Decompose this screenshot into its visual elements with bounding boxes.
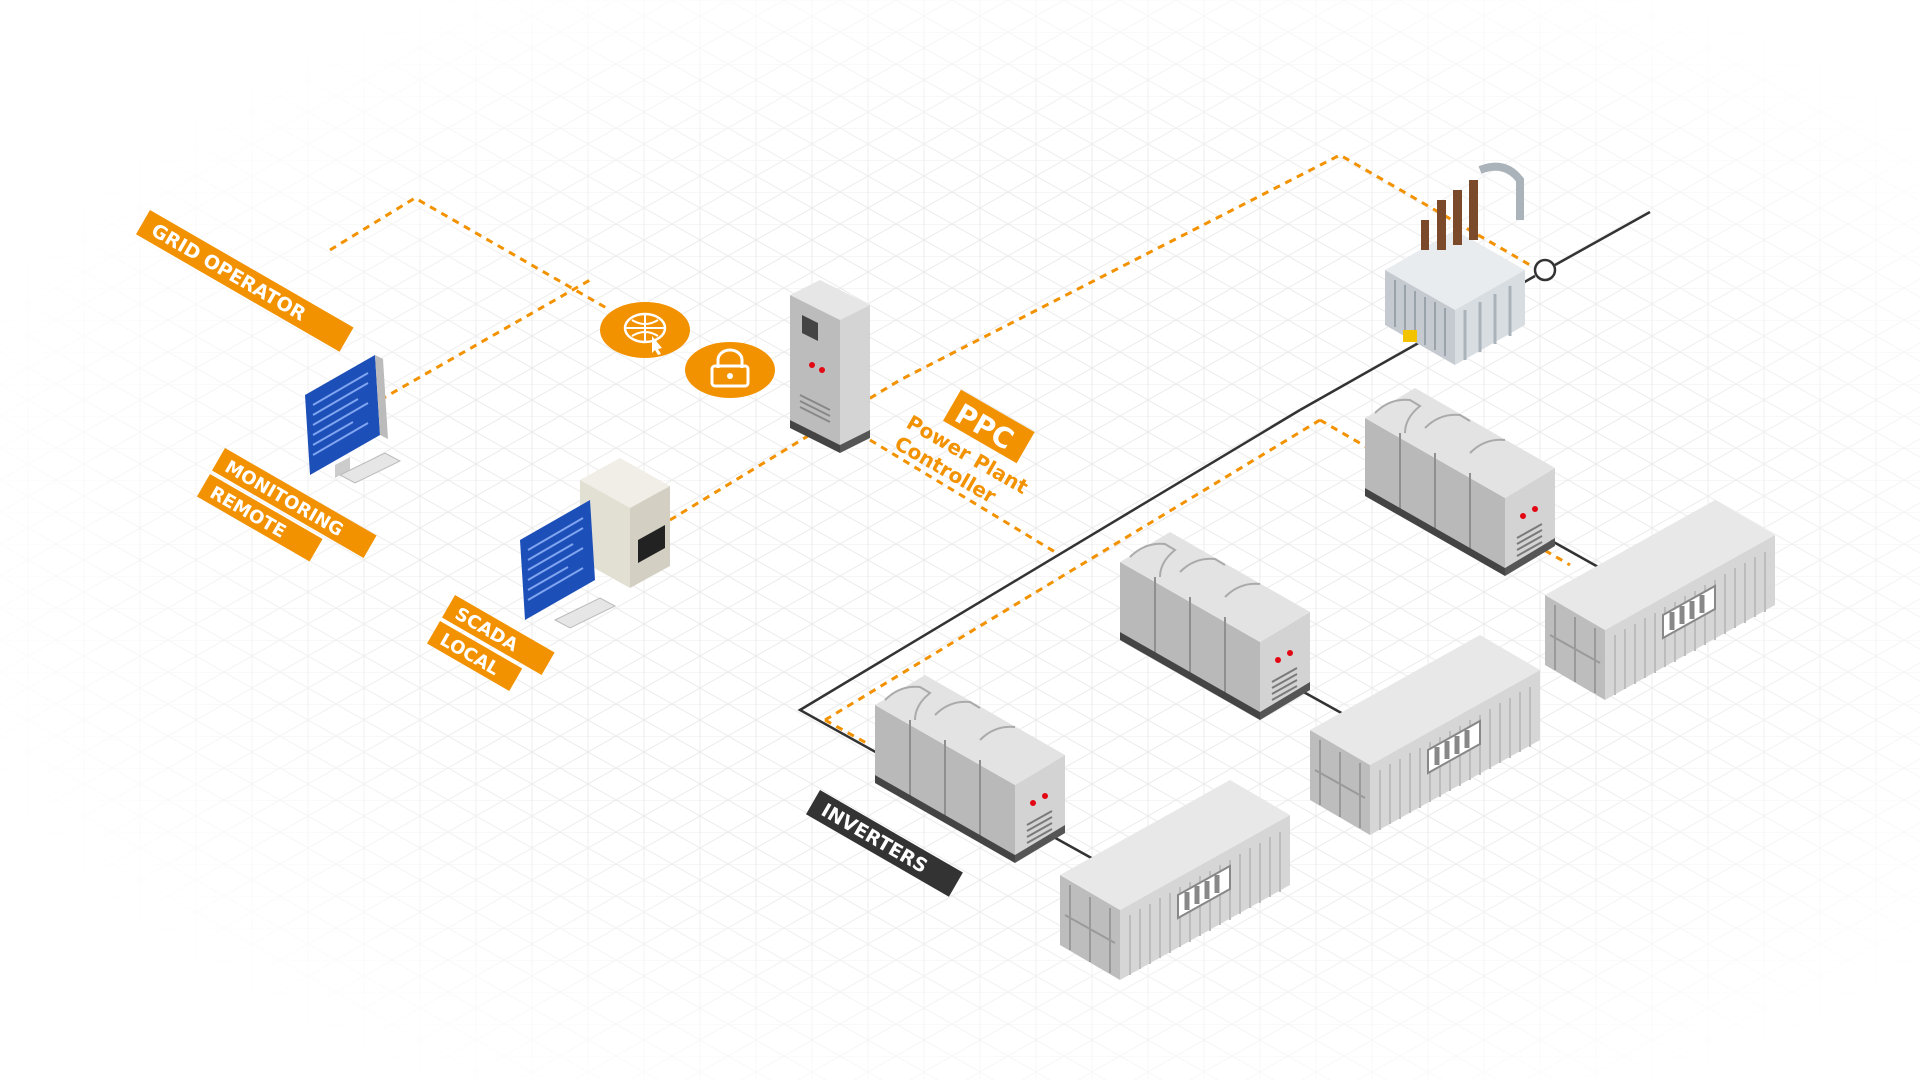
padlock-icon bbox=[685, 342, 775, 398]
power-plant-controller-cabinet bbox=[790, 280, 870, 453]
globe-cursor-icon bbox=[600, 302, 690, 358]
scada-computer bbox=[520, 458, 670, 629]
monitoring-computer bbox=[305, 355, 402, 484]
transformer bbox=[1385, 162, 1525, 365]
